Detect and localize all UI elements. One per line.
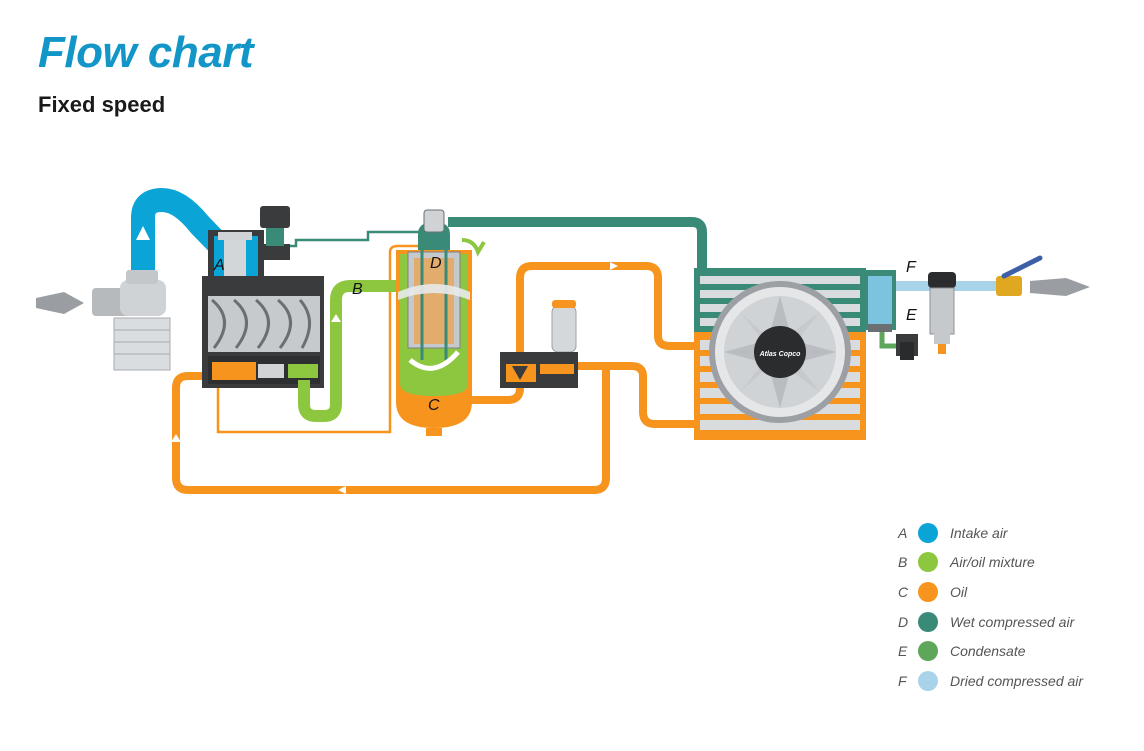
- legend-label: Intake air: [950, 524, 1008, 541]
- oil-return-pipe: [172, 365, 610, 494]
- label-B: B: [352, 281, 363, 298]
- legend-item: A Intake air: [898, 518, 1083, 548]
- page-subtitle: Fixed speed: [38, 92, 166, 117]
- label-E: E: [906, 307, 917, 324]
- wet-compressed-air-swatch: [918, 611, 938, 632]
- legend-letter: D: [898, 613, 909, 630]
- thermostatic-valve: [500, 352, 578, 388]
- control-air-line: [284, 230, 448, 248]
- legend-label: Wet compressed air: [950, 613, 1075, 630]
- drain-valve: [896, 334, 918, 360]
- wet-air-pipe: [448, 217, 707, 272]
- condensate-swatch: [918, 641, 938, 662]
- label-F: F: [906, 259, 917, 276]
- oil-cooler-return-pipe: [575, 362, 700, 428]
- legend: A Intake air B Air/oil mixture C Oil D W…: [898, 518, 1083, 696]
- legend-item: F Dried compressed air: [898, 666, 1083, 696]
- legend-label: Dried compressed air: [950, 672, 1084, 689]
- page-title: Flow chart: [38, 28, 254, 77]
- label-D: D: [430, 255, 442, 272]
- line-filter: [928, 272, 956, 354]
- intake-air-pipe: [131, 188, 241, 280]
- brand-logo: Atlas Copco: [759, 351, 802, 358]
- air-oil-mixture-pipe: [298, 280, 430, 422]
- flow-arrows: [136, 226, 618, 494]
- legend-item: E Condensate: [898, 636, 1083, 666]
- outlet-arrow: [1030, 278, 1090, 296]
- intake-filter: [92, 270, 171, 371]
- legend-letter: B: [898, 554, 908, 571]
- label-C: C: [428, 397, 440, 414]
- solenoid-valve: [260, 206, 290, 246]
- oil-separator-vessel: [396, 209, 472, 436]
- oil-separator-outlet-pipe: [470, 262, 700, 404]
- legend-label: Air/oil mixture: [950, 554, 1035, 571]
- legend-item: B Air/oil mixture: [898, 548, 1083, 578]
- legend-label: Condensate: [950, 643, 1026, 660]
- inlet-valve: [208, 230, 290, 278]
- legend-letter: C: [898, 583, 909, 600]
- intake-arrow: [36, 292, 84, 314]
- dried-compressed-air-swatch: [918, 670, 938, 691]
- water-separator: [864, 270, 896, 332]
- cooling-fan: Atlas Copco: [709, 281, 851, 423]
- oil-swatch: [918, 581, 938, 602]
- legend-letter: F: [898, 672, 907, 689]
- intake-air-swatch: [918, 522, 938, 543]
- legend-label: Oil: [950, 583, 968, 600]
- label-A: A: [213, 257, 225, 274]
- legend-item: D Wet compressed air: [898, 607, 1083, 637]
- condensate-drain-pipe: [461, 238, 486, 257]
- scavenge-line: [216, 244, 430, 434]
- condensate-pipe: [879, 332, 898, 349]
- legend-item: C Oil: [898, 577, 1083, 607]
- outlet-ball-valve: [996, 255, 1043, 296]
- compressor-element: [202, 276, 324, 388]
- legend-letter: A: [898, 524, 908, 541]
- air-oil-mixture-swatch: [918, 552, 938, 573]
- legend-letter: E: [898, 643, 908, 660]
